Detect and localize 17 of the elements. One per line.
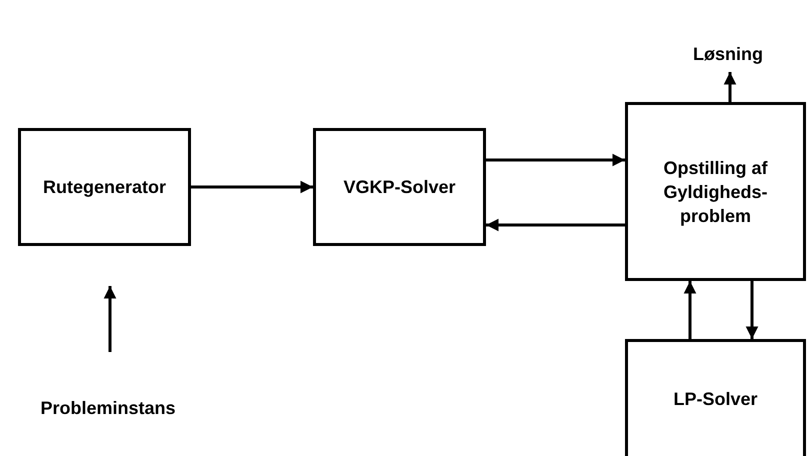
- arrow: [746, 281, 758, 339]
- box-label: VGKP-Solver: [342, 176, 457, 199]
- process-box: [625, 102, 806, 281]
- arrow: [191, 180, 313, 194]
- text-label: Løsning: [693, 43, 763, 66]
- process-box: [18, 128, 191, 246]
- box-label: Opstilling af Gyldigheds-problem: [662, 156, 768, 228]
- arrow: [684, 281, 696, 339]
- arrow: [486, 218, 625, 232]
- arrow: [486, 154, 625, 166]
- arrow: [104, 286, 116, 352]
- arrow: [724, 72, 736, 102]
- process-box: [625, 339, 806, 456]
- process-box: [313, 128, 486, 246]
- box-label: Rutegenerator: [42, 176, 168, 199]
- box-label: LP-Solver: [672, 388, 759, 411]
- text-label: Probleminstans: [40, 397, 176, 420]
